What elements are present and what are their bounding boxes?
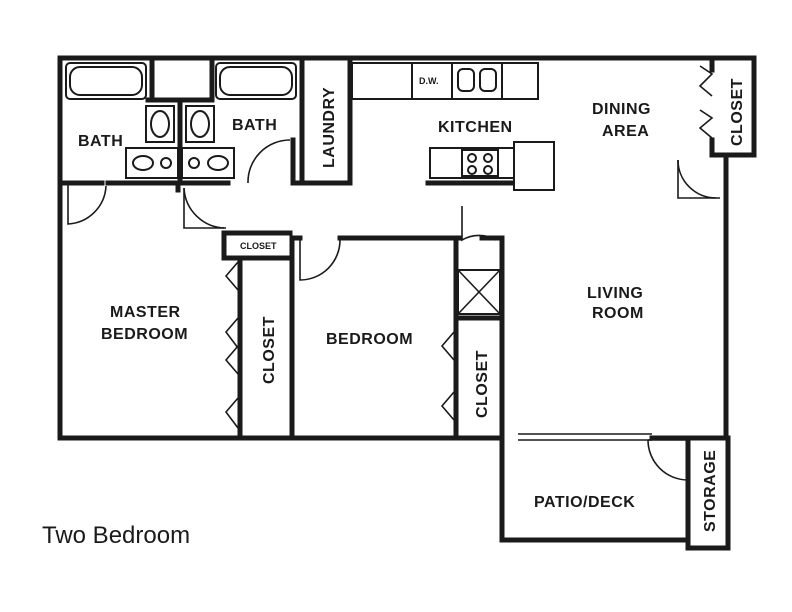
storage-label: STORAGE — [702, 450, 719, 532]
dining-label-line1: DINING — [592, 101, 651, 118]
living-label-line1: LIVING — [587, 285, 643, 302]
bath-right-label: BATH — [232, 117, 277, 134]
door-swings — [67, 65, 720, 481]
living-label-line2: ROOM — [592, 305, 644, 322]
closet-bedroom-label: CLOSET — [474, 350, 491, 418]
dining-label-line2: AREA — [602, 123, 649, 140]
dishwasher-label: D.W. — [419, 76, 439, 86]
laundry-label: LAUNDRY — [321, 87, 338, 168]
walls — [57, 55, 757, 551]
kitchen-label: KITCHEN — [438, 119, 513, 136]
master-label-line1: MASTER — [110, 304, 181, 321]
closet-top-right-label: CLOSET — [729, 78, 746, 146]
plan-caption: Two Bedroom — [42, 522, 191, 549]
patio-label: PATIO/DECK — [534, 494, 635, 511]
fixtures — [65, 62, 652, 441]
room-labels: BATH BATH LAUNDRY KITCHEN D.W. DINING AR… — [78, 76, 746, 532]
closet-hall-label: CLOSET — [240, 241, 277, 251]
closet-master-label: CLOSET — [261, 316, 278, 384]
bath-left-label: BATH — [78, 133, 123, 150]
master-label-line2: BEDROOM — [101, 326, 188, 343]
bedroom-label: BEDROOM — [326, 331, 413, 348]
